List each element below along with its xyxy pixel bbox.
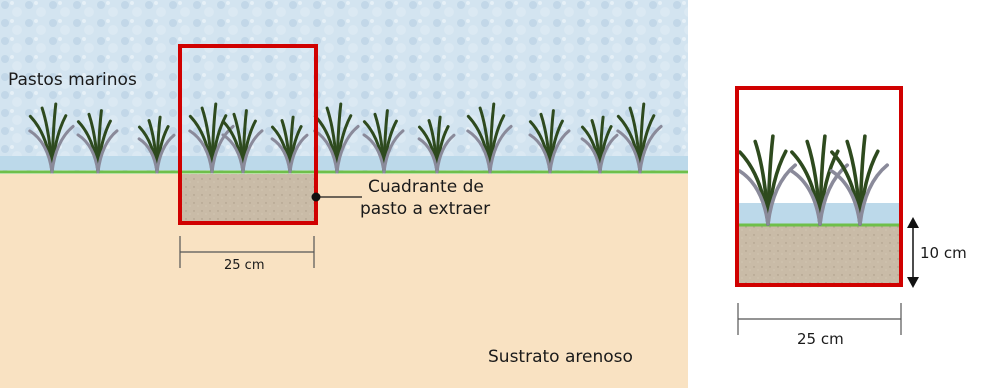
arrow-up-icon: [907, 217, 919, 228]
seagrass-plant: [28, 102, 75, 174]
seagrass-plant: [829, 134, 889, 226]
seagrass-plant: [528, 109, 571, 174]
width-label-left: 25 cm: [224, 258, 265, 273]
water-band: [0, 156, 688, 170]
depth-label-right: 10 cm: [920, 244, 967, 262]
left-scene: [0, 0, 688, 388]
seagrass-plant: [188, 102, 235, 174]
seagrass-plant: [417, 115, 456, 174]
seagrass-plant: [137, 115, 176, 174]
seagrass-plant: [616, 102, 663, 174]
quadrat-frame: [178, 44, 318, 225]
quadrat-sediment: [180, 174, 316, 223]
arrow-down-icon: [907, 277, 919, 288]
substrate-label: Sustrato arenoso: [488, 347, 633, 367]
seagrass-plant: [76, 109, 119, 174]
width-dimension-left: [179, 236, 315, 268]
quadrat-label-line2: pasto a extraer: [360, 199, 491, 219]
core-seagrass: [737, 134, 889, 226]
quadrat-callout: [311, 192, 362, 202]
core-quadrat-frame: [735, 86, 903, 287]
seagrass-plant: [362, 109, 405, 174]
callout-dot: [311, 192, 321, 202]
seagrass-row: [28, 102, 663, 174]
seagrass-plant: [580, 115, 619, 174]
seagrass-plant: [270, 115, 309, 174]
core-sediment: [738, 226, 901, 285]
width-label-right: 25 cm: [797, 330, 844, 348]
seagrass-label: Pastos marinos: [8, 70, 137, 90]
sandy-substrate: [0, 174, 688, 388]
seagrass-plant: [221, 109, 264, 174]
quadrat-label-line1: Cuadrante de: [368, 177, 484, 197]
seagrass-plant: [466, 102, 513, 174]
right-scene: [735, 86, 919, 335]
width-dimension-right: [737, 303, 902, 335]
depth-dimension-right: [907, 217, 919, 288]
seagrass-plant: [737, 134, 797, 226]
